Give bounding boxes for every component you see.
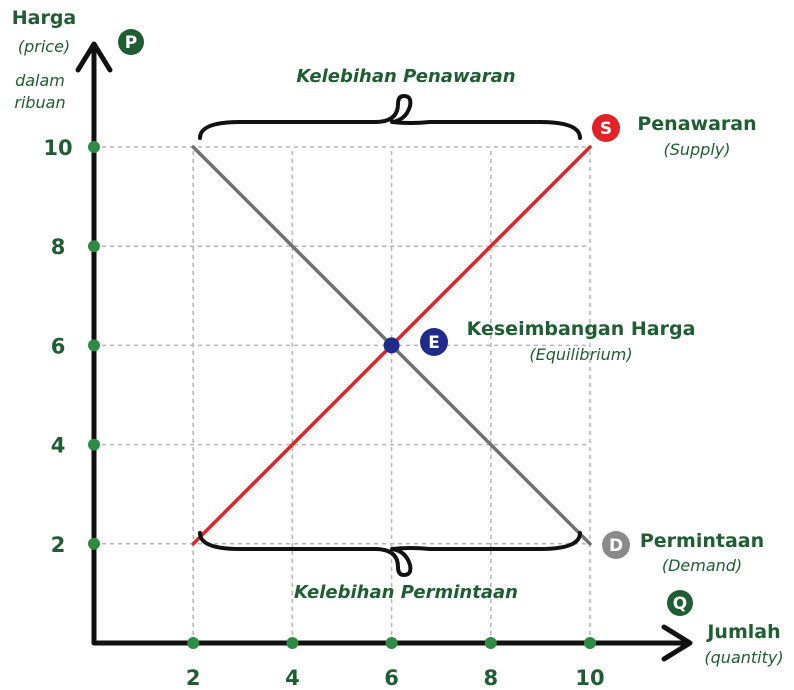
y-tick-label-2: 2	[51, 533, 66, 557]
y-axis-label: Harga	[12, 7, 77, 29]
grid-lines	[94, 146, 591, 643]
y-tick-dot-6	[88, 339, 100, 352]
demand-label: Permintaan	[640, 530, 764, 552]
x-tick-dot-10	[584, 637, 596, 649]
supply-badge: S	[592, 114, 620, 142]
supply-sublabel: (Supply)	[663, 140, 730, 159]
x-tick-label-2: 2	[186, 666, 201, 690]
equilibrium-label: Keseimbangan Harga	[467, 318, 696, 340]
demand-sublabel: (Demand)	[662, 556, 742, 575]
y-tick-label-4: 4	[51, 434, 66, 458]
y-tick-dot-8	[88, 240, 100, 253]
y-tick-label-10: 10	[43, 136, 72, 160]
y-axis-unit-line2: ribuan	[14, 93, 65, 112]
y-tick-dot-4	[88, 438, 100, 451]
surplus-brace	[198, 94, 582, 140]
points	[383, 337, 400, 354]
supply-badge-letter: S	[600, 119, 612, 139]
y-axis-badge: P	[118, 29, 144, 55]
equilibrium-sublabel: (Equilibrium)	[529, 345, 632, 364]
equilibrium-point	[383, 337, 400, 354]
surplus-annotation: Kelebihan Penawaran	[296, 66, 515, 87]
y-axis-unit-line1: dalam	[15, 71, 65, 90]
equilibrium-badge: E	[420, 328, 448, 356]
x-tick-dot-8	[484, 637, 497, 649]
x-axis-badge: Q	[667, 590, 693, 616]
x-tick-label-8: 8	[483, 666, 498, 690]
x-axis-badge-letter: Q	[673, 594, 687, 614]
axis-ticks: 2 4 6 8 10 2 4 6 8 10	[43, 136, 604, 690]
demand-badge: D	[602, 531, 630, 559]
x-tick-dot-4	[286, 637, 299, 649]
equilibrium-badge-letter: E	[428, 333, 440, 353]
y-tick-label-6: 6	[51, 334, 66, 358]
x-tick-label-6: 6	[384, 666, 399, 690]
supply-label: Penawaran	[637, 113, 756, 135]
y-tick-dot-10	[88, 141, 100, 153]
x-tick-label-4: 4	[285, 666, 300, 690]
y-axis-sublabel: (price)	[18, 37, 70, 56]
x-axis-sublabel: (quantity)	[704, 648, 783, 667]
x-tick-dot-6	[385, 637, 398, 649]
demand-badge-letter: D	[609, 536, 623, 556]
x-axis-label: Jumlah	[705, 621, 780, 643]
shortage-brace	[198, 531, 582, 577]
y-axis-arrow-icon	[75, 41, 113, 73]
y-tick-label-8: 8	[51, 235, 66, 259]
x-axis-arrow-icon	[661, 624, 693, 662]
y-axis-badge-letter: P	[125, 33, 137, 53]
shortage-annotation: Kelebihan Permintaan	[294, 582, 518, 603]
y-tick-dot-2	[88, 537, 100, 550]
x-tick-label-10: 10	[575, 666, 604, 690]
x-tick-dot-2	[187, 637, 200, 649]
